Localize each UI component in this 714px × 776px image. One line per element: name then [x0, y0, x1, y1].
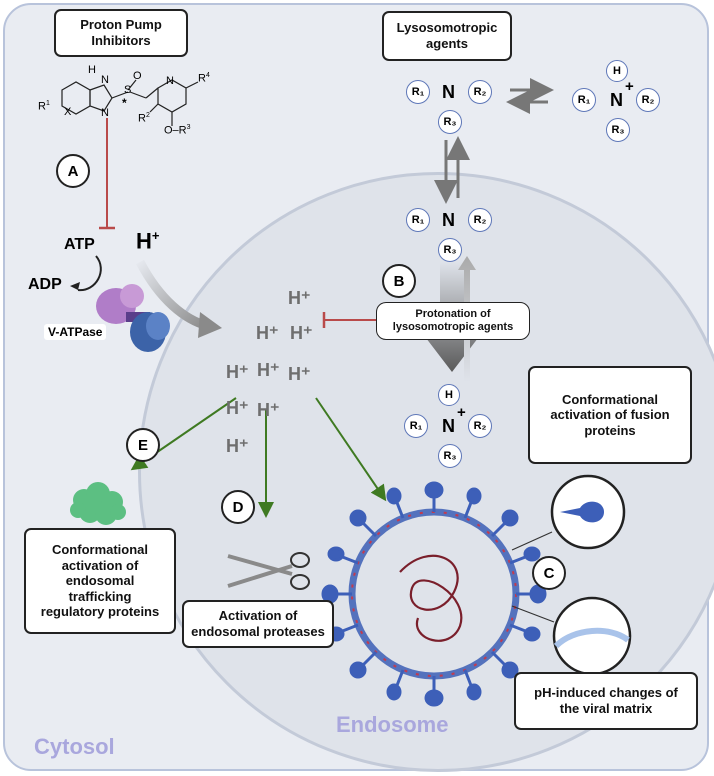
r1-group: R₁ [406, 208, 430, 232]
ppi-atom-n2: N [101, 107, 109, 119]
nitrogen-atom: N [442, 416, 455, 436]
amine-protonated-outside: H R₁ N + R₂ R₃ [570, 58, 664, 142]
ppi-structure [61, 79, 199, 126]
step-d-marker: D [221, 490, 255, 524]
ppi-atom-s: S [124, 84, 132, 96]
ppi-atom-pyridine-n: N [166, 75, 174, 87]
nitrogen-atom: N [610, 90, 623, 110]
nitrogen-atom: N [442, 210, 455, 230]
step-b-marker: B [382, 264, 416, 298]
trafficking-protein-icon [70, 482, 126, 525]
ppi-atom-n: N [101, 74, 109, 86]
step-e-marker: E [126, 428, 160, 462]
hydrogen-atom: H [438, 384, 460, 406]
v-atpase-label: V-ATPase [44, 324, 107, 340]
lysosomotropic-agents-box: Lysosomotropic agents [382, 11, 512, 61]
r3-group: R₃ [438, 238, 462, 262]
r2-group: R₂ [468, 414, 492, 438]
trafficking-activation-box: Conformational activation of endosomal t… [24, 528, 176, 634]
ppi-atom-r3: O–R3 [164, 124, 191, 137]
r2-group: R₂ [468, 80, 492, 104]
adp-label: ADP [28, 276, 62, 293]
fusion-activation-box: Conformational activation of fusion prot… [528, 366, 692, 464]
atp-label: ATP [64, 236, 95, 253]
viral-matrix-box: pH-induced changes of the viral matrix [514, 672, 698, 730]
proton: H⁺ [226, 398, 249, 418]
ppi-box: Proton Pump Inhibitors [54, 9, 188, 57]
pump-proton-label: H+ [136, 228, 160, 254]
ppi-atom-r1: R1 [38, 100, 50, 113]
proton: H⁺ [288, 288, 311, 308]
r1-group: R₁ [404, 414, 428, 438]
protonation-box: Protonation of lysosomotropic agents [376, 302, 530, 340]
r2-group: R₂ [468, 208, 492, 232]
step-a-marker: A [56, 154, 90, 188]
cytosol-label: Cytosol [34, 734, 115, 759]
ppi-atom-x: X [64, 106, 72, 118]
proton: H⁺ [226, 362, 249, 382]
amine-neutral-inside: R₁ N R₂ R₃ [404, 204, 496, 270]
proton: H⁺ [290, 323, 313, 343]
nitrogen-atom: N [442, 82, 455, 102]
endosome-label: Endosome [336, 712, 449, 737]
proton: H⁺ [288, 364, 311, 384]
positive-charge: + [625, 78, 634, 95]
ppi-atom-h: H [88, 64, 96, 76]
proton: H⁺ [257, 360, 280, 380]
atp-adp-arrow [77, 255, 102, 292]
amine-protonated-inside: H R₁ N + R₂ R₃ [402, 384, 496, 490]
v-atpase-icon [96, 284, 170, 352]
ppi-atom-o: O [133, 70, 142, 82]
r3-group: R₃ [438, 444, 462, 468]
proton: H⁺ [256, 323, 279, 343]
amine-neutral-outside: R₁ N R₂ R₃ [404, 72, 496, 138]
virus-icon [321, 481, 547, 707]
positive-charge: + [457, 404, 466, 421]
r3-group: R₃ [606, 118, 630, 142]
viral-matrix-zoom [552, 596, 632, 676]
fusion-protein-zoom [550, 474, 626, 550]
r1-group: R₁ [406, 80, 430, 104]
scissors-icon [227, 552, 310, 590]
ppi-atom-r4: R4 [198, 72, 210, 85]
r3-group: R₃ [438, 110, 462, 134]
r2-group: R₂ [636, 88, 660, 112]
proton: H⁺ [226, 436, 249, 456]
r1-group: R₁ [572, 88, 596, 112]
proton: H⁺ [257, 400, 280, 420]
ppi-atom-r2: R2 [138, 112, 150, 125]
step-c-marker: C [532, 556, 566, 590]
ppi-atom-star: * [122, 96, 127, 110]
protease-activation-box: Activation of endosomal proteases [182, 600, 334, 648]
hydrogen-atom: H [606, 60, 628, 82]
